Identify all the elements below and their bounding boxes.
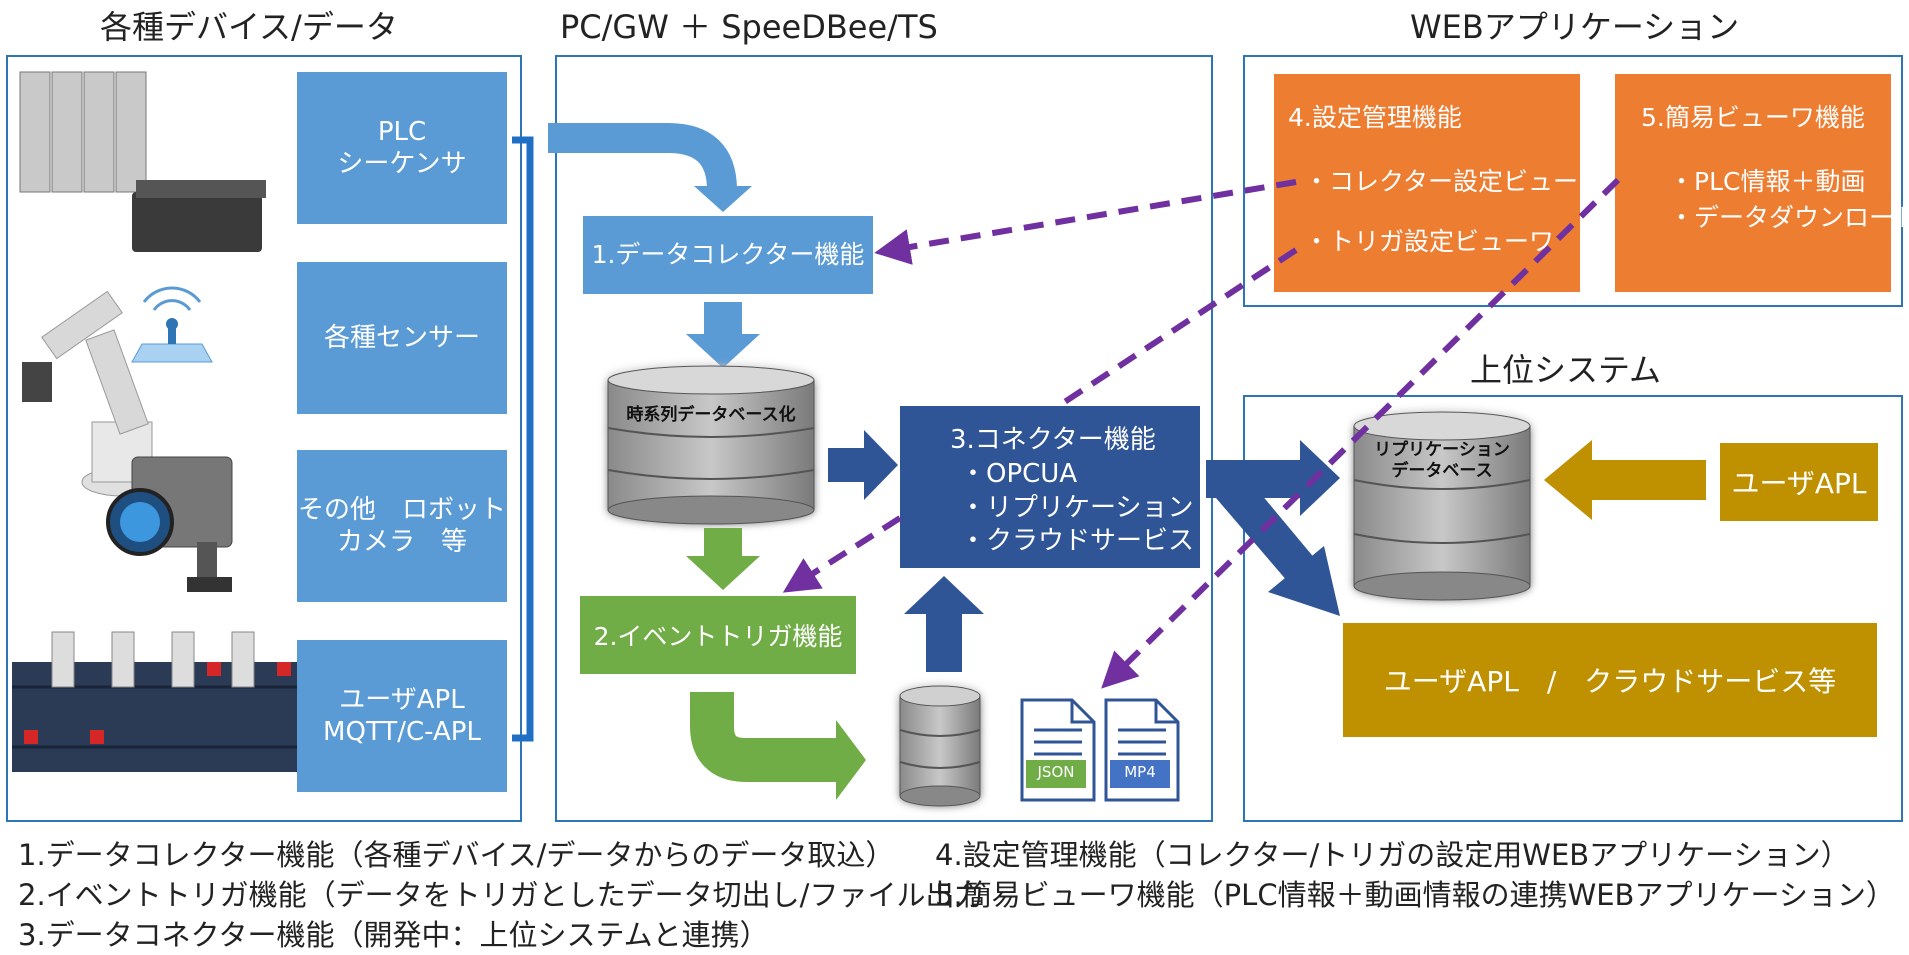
settings-item-collector: ・コレクター設定ビューワ	[1304, 167, 1604, 196]
note-trigger: 2.イベントトリガ機能（データをトリガとしたデータ切出し/ファイル出力	[18, 878, 984, 912]
upper-section-title: 上位システム	[1470, 351, 1662, 389]
gateway-section-title: PC/GW ＋ SpeeDBee/TS	[560, 8, 938, 46]
other-devices-box: その他 ロボット カメラ 等	[297, 450, 507, 602]
device-userapl-sublabel: MQTT/C-APL	[323, 717, 481, 747]
plc-box: PLC シーケンサ	[297, 72, 507, 224]
plc-label: PLC	[377, 116, 427, 147]
note-connector: 3.データコネクター機能（開発中：上位システムと連携）	[18, 918, 769, 952]
device-illustrations	[12, 71, 297, 772]
sensor-label: 各種センサー	[323, 322, 480, 353]
other-devices-label: その他 ロボット	[297, 494, 506, 525]
upper-cloud-label: ユーザAPL / クラウドサービス等	[1383, 665, 1837, 698]
json-file-label: JSON	[1037, 763, 1075, 781]
settings-box: 4.設定管理機能 ・コレクター設定ビューワ ・トリガ設定ビューワ	[1274, 74, 1604, 292]
web-section-title: WEBアプリケーション	[1410, 8, 1740, 46]
production-line-icon	[12, 631, 297, 772]
devices-section-title: 各種デバイス/データ	[100, 8, 398, 46]
viewer-item-plc: ・PLC情報＋動画	[1669, 167, 1866, 196]
upper-userapl-box: ユーザAPL	[1720, 443, 1878, 521]
plc-sublabel: シーケンサ	[337, 149, 467, 179]
collector-label: 1.データコレクター機能	[591, 240, 865, 270]
camera-icon	[106, 456, 233, 592]
viewer-item-download: ・データダウンロード	[1669, 203, 1909, 232]
viewer-title: 5.簡易ビューワ機能	[1641, 103, 1865, 132]
timeseries-db-label: 時系列データベース化	[626, 405, 796, 425]
replication-db-label-line1: リプリケーション	[1374, 440, 1510, 460]
other-devices-sublabel: カメラ 等	[336, 527, 467, 557]
sensor-box: 各種センサー	[297, 262, 507, 414]
mp4-file-label: MP4	[1124, 763, 1156, 781]
settings-title: 4.設定管理機能	[1288, 103, 1462, 132]
note-settings: 4.設定管理機能（コレクター/トリガの設定用WEBアプリケーション）	[935, 838, 1850, 872]
note-collector: 1.データコレクター機能（各種デバイス/データからのデータ取込）	[18, 838, 895, 872]
connector-item-opcua: ・OPCUA	[960, 458, 1078, 489]
collector-box: 1.データコレクター機能	[583, 216, 873, 294]
viewer-box: 5.簡易ビューワ機能 ・PLC情報＋動画 ・データダウンロード	[1615, 74, 1909, 292]
upper-cloud-box: ユーザAPL / クラウドサービス等	[1343, 623, 1877, 737]
replication-db-label: リプリケーション データベース	[1354, 440, 1530, 483]
wireless-sensor-icon	[131, 286, 213, 363]
upper-userapl-label: ユーザAPL	[1731, 467, 1867, 500]
device-userapl-label: ユーザAPL	[339, 684, 465, 715]
connector-title: 3.コネクター機能	[950, 425, 1156, 455]
settings-item-trigger: ・トリガ設定ビューワ	[1304, 227, 1555, 256]
device-userapl-box: ユーザAPL MQTT/C-APL	[297, 640, 507, 792]
trigger-label: 2.イベントトリガ機能	[593, 622, 843, 651]
connector-box: 3.コネクター機能 ・OPCUA ・リプリケーション ・クラウドサービス	[900, 406, 1200, 568]
replication-db-label-line2: データベース	[1391, 461, 1493, 482]
server-icon	[19, 71, 266, 252]
note-viewer: 5.簡易ビューワ機能（PLC情報＋動画情報の連携WEBアプリケーション）	[935, 878, 1895, 912]
connector-item-replication: ・リプリケーション	[960, 492, 1194, 523]
trigger-box: 2.イベントトリガ機能	[580, 596, 856, 674]
connector-item-cloud: ・クラウドサービス	[960, 526, 1195, 557]
